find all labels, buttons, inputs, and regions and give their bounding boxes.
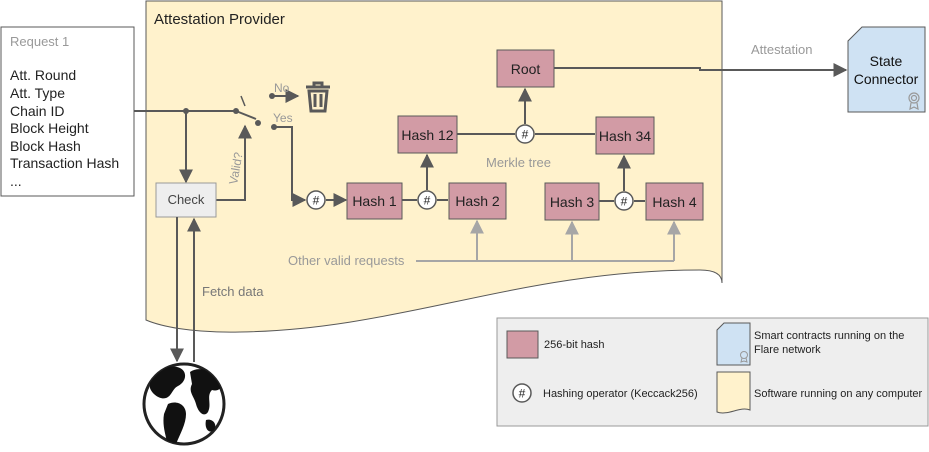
certificate-icon [908, 92, 920, 111]
other-requests-lines [416, 219, 681, 262]
valid-label: Valid? [226, 151, 245, 186]
fetch-data-lines [170, 217, 201, 363]
merkle-lines [326, 63, 848, 207]
hash-12-label: Hash 12 [401, 127, 453, 143]
request-flow-lines [134, 89, 307, 207]
hash-4: Hash 4 [645, 182, 704, 221]
hash-34: Hash 34 [595, 116, 655, 155]
request-field: ... [10, 173, 22, 189]
hash-1: Hash 1 [346, 182, 403, 220]
check-label: Check [168, 192, 205, 207]
legend-operator-symbol: # [519, 387, 526, 401]
state-connector-line2: Connector [854, 71, 919, 87]
legend-software-label: Software running on any computer [754, 388, 922, 400]
hash-2: Hash 2 [448, 182, 507, 220]
other-requests-label: Other valid requests [288, 253, 405, 268]
hash-operator: # [306, 190, 326, 210]
check-box [155, 182, 217, 218]
request-field-list: Att. Round Att. Type Chain ID Block Heig… [10, 67, 119, 189]
legend-hash-swatch [506, 330, 539, 359]
legend-hash-label: 256-bit hash [544, 339, 605, 351]
hash-1-label: Hash 1 [352, 193, 397, 209]
legend-operator-label: Hashing operator (Keccack256) [543, 388, 698, 400]
root-hash: Root [496, 49, 555, 88]
legend-software-swatch [716, 371, 751, 414]
attestation-label: Attestation [751, 42, 812, 57]
request-field: Att. Type [10, 85, 65, 101]
hash-operator: # [614, 191, 634, 211]
request-field: Transaction Hash [10, 155, 119, 171]
merkle-tree-label: Merkle tree [486, 155, 551, 170]
legend-operator-swatch [512, 383, 532, 403]
hash-12: Hash 12 [397, 115, 458, 154]
request-field: Att. Round [10, 67, 76, 83]
hash-operator-symbol: # [313, 194, 320, 208]
legend-contract-swatch [716, 322, 751, 366]
request-box [0, 26, 135, 197]
hash-4-label: Hash 4 [652, 194, 697, 210]
legend-contract-label-1: Smart contracts running on the [754, 330, 904, 342]
no-label: No [274, 81, 290, 95]
switch-tick [240, 95, 246, 107]
hash-2-label: Hash 2 [455, 193, 500, 209]
yes-label: Yes [273, 111, 293, 125]
hash-34-label: Hash 34 [599, 128, 651, 144]
request-field: Chain ID [10, 103, 64, 119]
globe-icon [142, 362, 226, 446]
hash-operator-symbol: # [424, 194, 431, 208]
hash-operator: # [515, 124, 535, 144]
request-title: Request 1 [10, 34, 69, 49]
provider-title: Attestation Provider [154, 11, 285, 28]
attestation-provider-area [145, 0, 723, 333]
hash-operator-symbol: # [621, 195, 628, 209]
state-connector: State Connector [847, 26, 926, 113]
hash-operator-symbol: # [522, 128, 529, 142]
state-connector-line1: State [870, 53, 903, 69]
trash-icon [306, 81, 330, 113]
hash-3-label: Hash 3 [550, 194, 595, 210]
legend-contract-label-2: Flare network [754, 344, 821, 356]
fetch-data-label: Fetch data [202, 284, 264, 299]
request-field: Block Height [10, 120, 89, 136]
hash-3: Hash 3 [544, 182, 600, 221]
hash-operator: # [417, 190, 437, 210]
request-field: Block Hash [10, 138, 81, 154]
legend: 256-bit hash # Hashing operator (Keccack… [496, 317, 929, 427]
root-label: Root [511, 61, 541, 77]
